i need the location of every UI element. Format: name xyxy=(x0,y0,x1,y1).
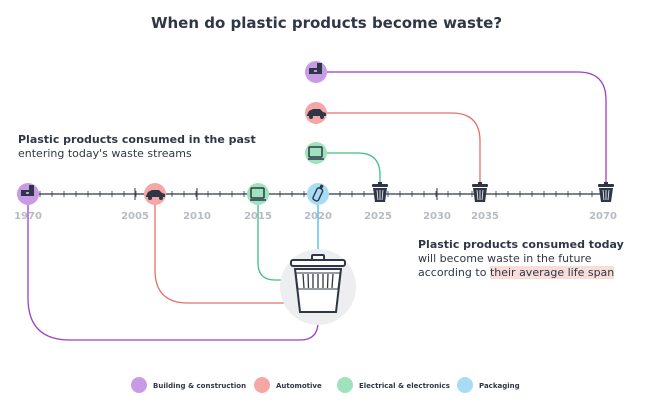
year-label-2020: 2020 xyxy=(304,211,332,222)
legend: Building & construction Automotive Elect… xyxy=(131,377,520,393)
year-label-2030: 2030 xyxy=(423,211,451,222)
trash-bin-icon-2025 xyxy=(372,182,388,202)
legend-item-automotive: Automotive xyxy=(254,377,322,393)
electrical-past-curve xyxy=(257,200,292,281)
legend-swatch-automotive xyxy=(254,377,270,393)
year-label-2035: 2035 xyxy=(471,211,499,222)
legend-item-electrical: Electrical & electronics xyxy=(337,377,450,393)
past-note-text: entering today's waste streams xyxy=(18,147,192,160)
today-consumption-note: Plastic products consumed today will bec… xyxy=(418,238,648,280)
trash-bin-icon-2070 xyxy=(598,182,614,202)
pipe-icon-future xyxy=(305,61,327,83)
device-icon-future xyxy=(305,142,327,164)
today-note-heading: Plastic products consumed today xyxy=(418,238,624,251)
legend-swatch-building xyxy=(131,377,147,393)
car-icon-2005 xyxy=(144,183,166,205)
electrical-future-curve xyxy=(325,152,381,183)
legend-swatch-packaging xyxy=(457,377,473,393)
trash-bin-icon-2035 xyxy=(472,182,488,202)
building-future-curve xyxy=(325,71,607,183)
device-icon-2015 xyxy=(247,183,269,205)
automotive-past-curve xyxy=(154,200,290,304)
year-label-2070: 2070 xyxy=(589,211,617,222)
year-label-2015: 2015 xyxy=(244,211,272,222)
today-note-prefix: according to xyxy=(418,266,490,279)
diagram-title: When do plastic products become waste? xyxy=(150,14,503,32)
bottle-icon-2020 xyxy=(307,183,329,205)
car-icon-future xyxy=(305,102,327,124)
legend-item-building: Building & construction xyxy=(131,377,246,393)
year-labels: 1970 2005 2010 2015 2020 2025 2030 2035 … xyxy=(14,211,617,222)
big-trash-bin-icon xyxy=(280,249,356,325)
past-consumption-note: Plastic products consumed in the past en… xyxy=(18,133,288,161)
legend-label-electrical: Electrical & electronics xyxy=(359,382,450,390)
legend-label-packaging: Packaging xyxy=(479,382,520,390)
today-note-highlight: their average life span xyxy=(489,266,615,279)
legend-label-building: Building & construction xyxy=(153,382,246,390)
year-label-2025: 2025 xyxy=(364,211,392,222)
legend-swatch-electrical xyxy=(337,377,353,393)
legend-item-packaging: Packaging xyxy=(457,377,520,393)
year-label-2010: 2010 xyxy=(183,211,211,222)
year-label-2005: 2005 xyxy=(121,211,149,222)
past-note-heading: Plastic products consumed in the past xyxy=(18,133,256,146)
year-label-1970: 1970 xyxy=(14,211,42,222)
building-past-curve xyxy=(27,200,319,341)
legend-label-automotive: Automotive xyxy=(276,382,322,390)
pipe-icon-1970 xyxy=(17,183,39,205)
today-note-line1: will become waste in the future xyxy=(418,252,592,265)
automotive-future-curve xyxy=(325,112,481,183)
